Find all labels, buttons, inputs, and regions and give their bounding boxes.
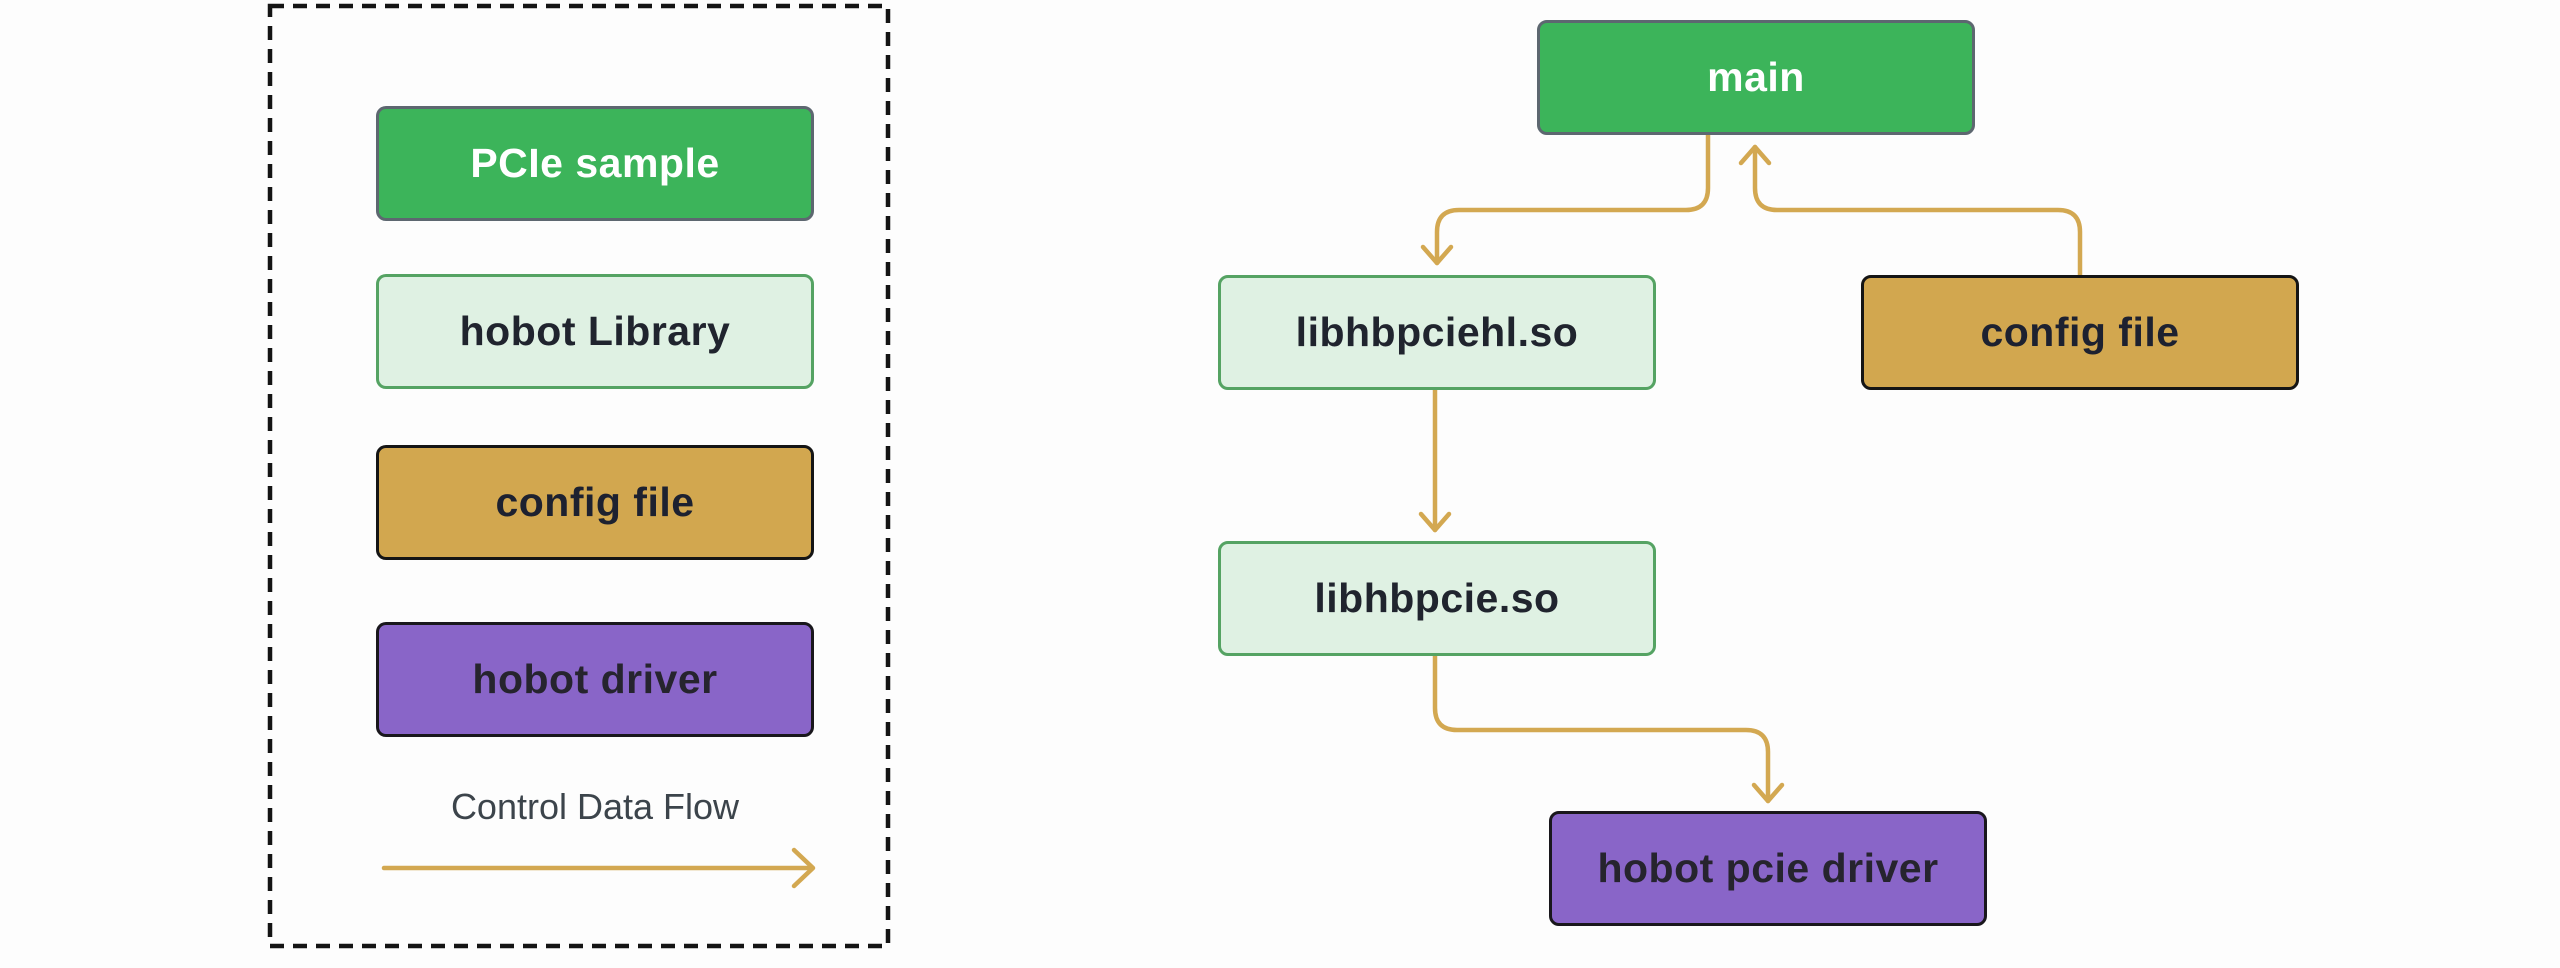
node-label: libhbpcie.so (1314, 575, 1560, 621)
legend-box-label: hobot Library (459, 308, 731, 354)
node-label: libhbpciehl.so (1295, 309, 1579, 355)
node-config-file: config file (1861, 275, 2299, 390)
node-label: hobot pcie driver (1597, 845, 1939, 891)
node-label: config file (1980, 309, 2180, 355)
legend-box-pcie-sample: PCIe sample (376, 106, 814, 221)
edge-main-to-libhbpciehl (1420, 132, 1711, 266)
edge-libhbpciehl-to-libhbpcie (1418, 387, 1452, 533)
arrowhead-down-icon (1418, 511, 1452, 533)
arrowhead-down-icon (1420, 244, 1454, 266)
node-hobot-pcie-driver: hobot pcie driver (1549, 811, 1987, 926)
legend-box-hobot-library: hobot Library (376, 274, 814, 389)
legend-box-hobot-driver: hobot driver (376, 622, 814, 737)
node-main: main (1537, 20, 1975, 135)
arrowhead-up-icon (1738, 144, 1772, 166)
node-libhbpcie: libhbpcie.so (1218, 541, 1656, 656)
arrowhead-down-icon (1751, 782, 1785, 804)
node-label: main (1707, 54, 1805, 100)
legend-caption: Control Data Flow (450, 786, 740, 827)
legend-box-config-file: config file (376, 445, 814, 560)
edge-config-to-main (1738, 144, 2083, 278)
legend-box-label: PCIe sample (470, 140, 720, 186)
legend-box-label: config file (495, 479, 695, 525)
node-libhbpciehl: libhbpciehl.so (1218, 275, 1656, 390)
edge-libhbpcie-to-driver (1432, 653, 1785, 804)
legend-flow-arrow-icon (381, 847, 816, 889)
legend-box-label: hobot driver (472, 656, 718, 702)
